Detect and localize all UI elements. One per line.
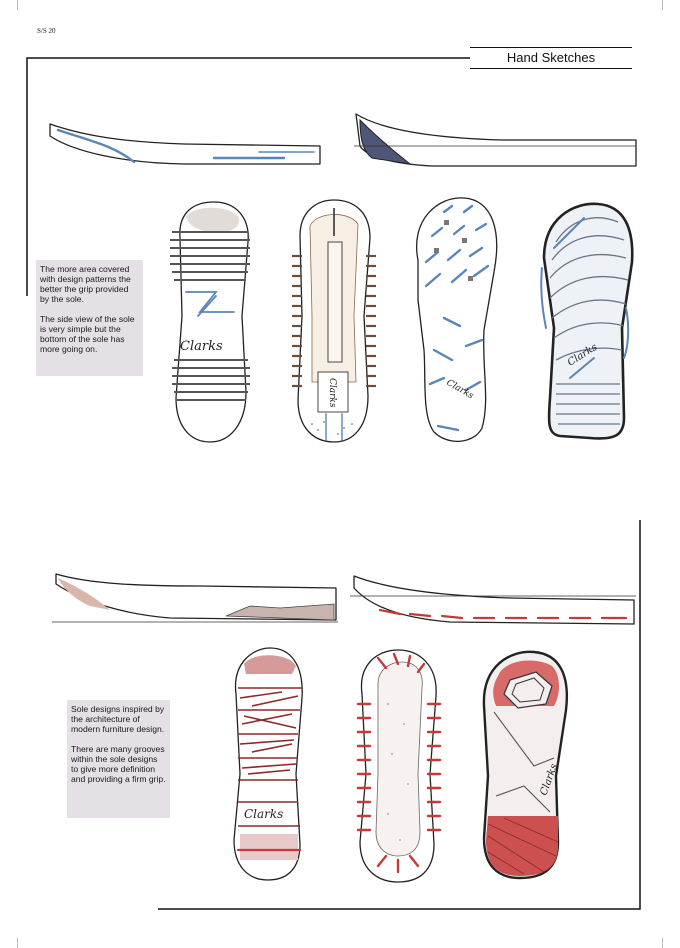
page-title: Hand Sketches xyxy=(470,47,632,69)
season-label: S/S 20 xyxy=(37,27,56,35)
sole-3-logo: Clarks xyxy=(445,378,476,402)
sketch-side-view-2 xyxy=(354,113,637,167)
note-side-view-text: The side view of the sole is very simple… xyxy=(40,314,135,354)
sketch-sole-3: Clarks xyxy=(416,197,498,442)
note-grip-text: The more area covered with design patter… xyxy=(40,264,131,304)
sketch-sole-6 xyxy=(356,649,442,883)
sole-5-logo: Clarks xyxy=(244,807,283,821)
note-grip-design: The more area covered with design patter… xyxy=(36,260,143,376)
sketch-side-view-3 xyxy=(52,573,338,623)
sole-1-logo: Clarks xyxy=(180,339,223,354)
sketch-sole-2: Clarks xyxy=(292,199,376,443)
sole-2-logo: Clarks xyxy=(327,378,337,408)
crop-mark xyxy=(17,938,18,948)
sketch-side-view-1 xyxy=(49,123,321,165)
sketch-side-view-4 xyxy=(350,575,636,625)
crop-mark xyxy=(662,0,663,10)
crop-mark xyxy=(17,0,18,10)
note-grooves-text: There are many grooves within the sole d… xyxy=(71,744,166,784)
sketch-sole-7: Clarks xyxy=(482,650,568,880)
sketch-sole-1: Clarks xyxy=(170,201,250,443)
sketch-sole-4: Clarks xyxy=(540,202,634,440)
note-architecture-text: Sole designs inspired by the architectur… xyxy=(71,704,165,734)
sketch-sole-5: Clarks xyxy=(233,647,303,881)
note-architecture-design: Sole designs inspired by the architectur… xyxy=(67,700,170,818)
crop-mark xyxy=(662,938,663,948)
